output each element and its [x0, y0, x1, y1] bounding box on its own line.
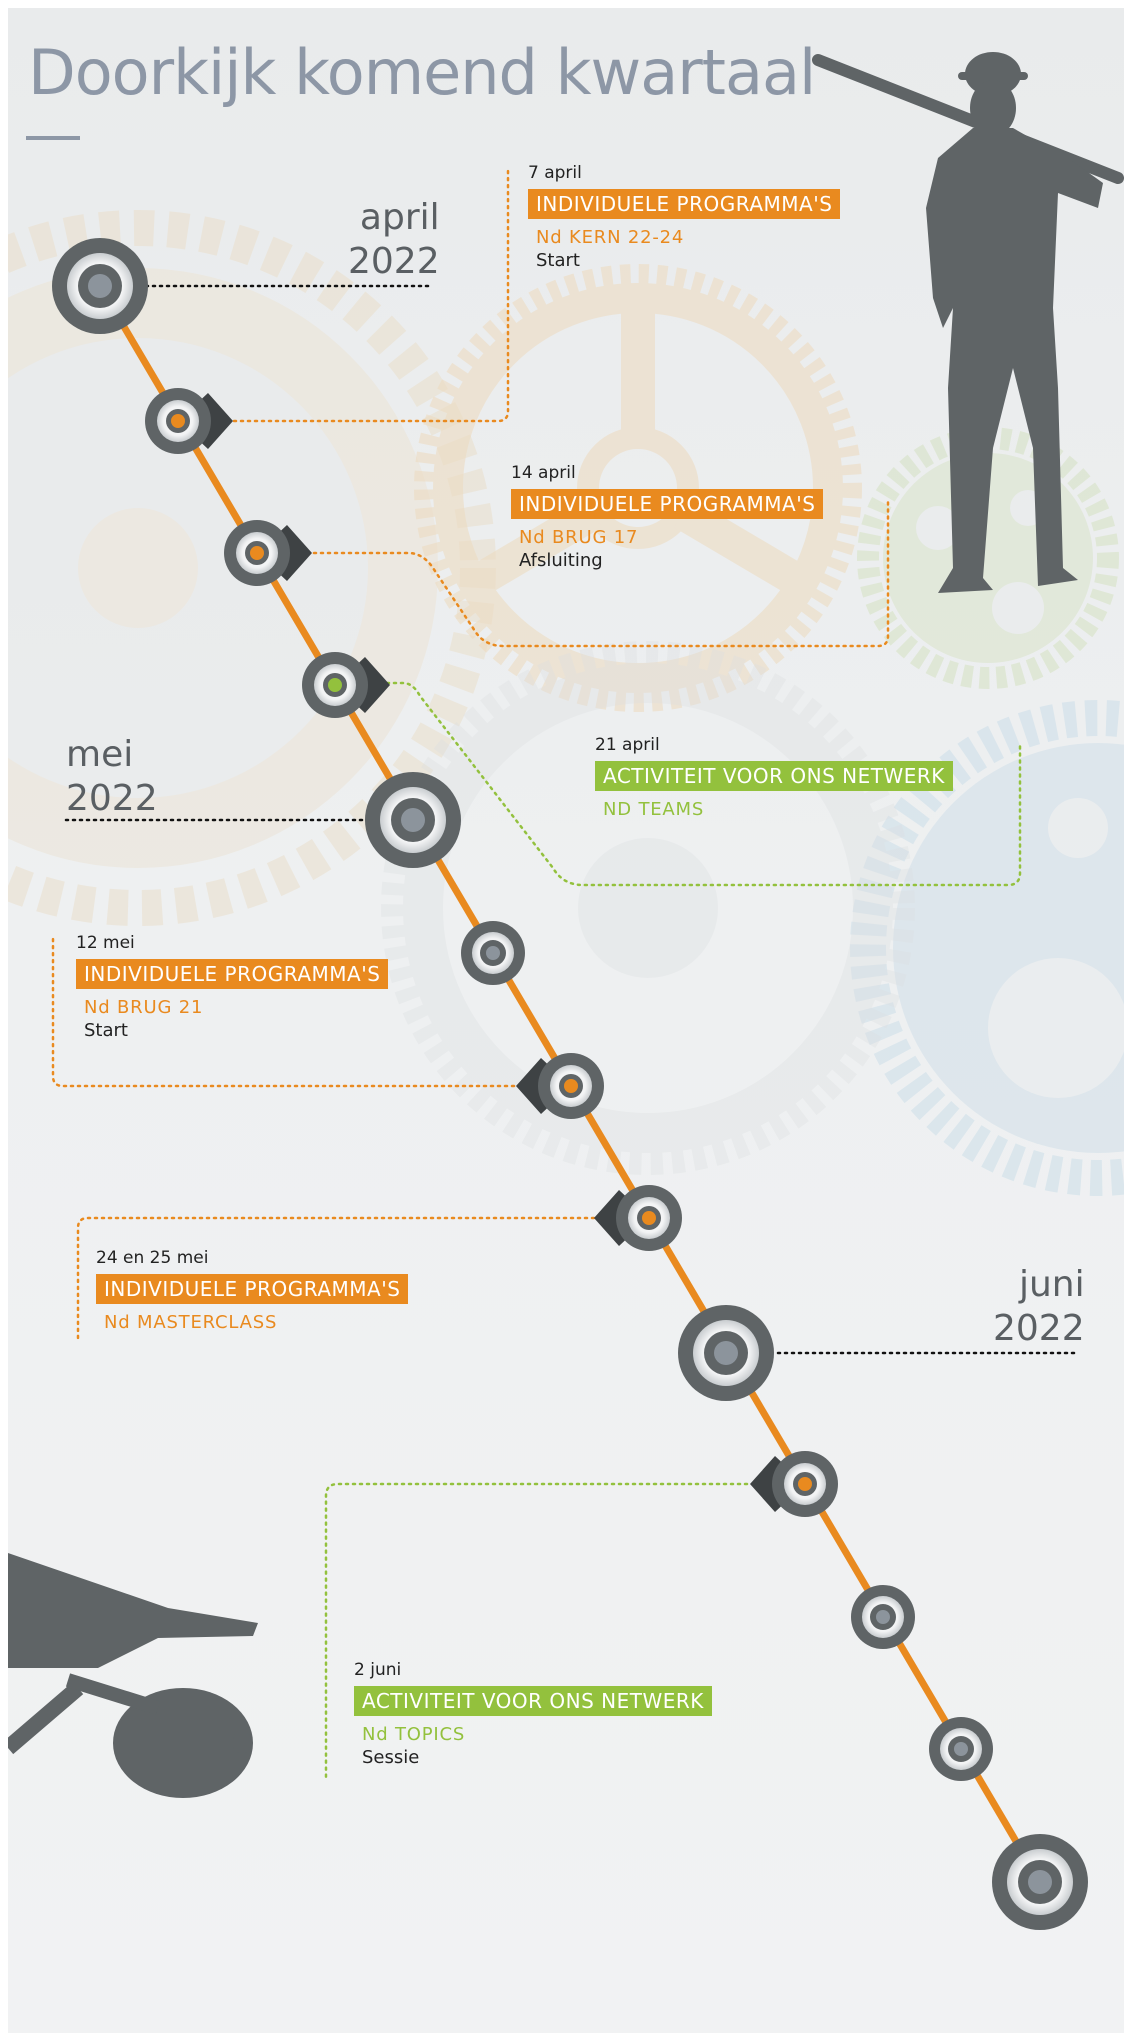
- gear-icon: [8, 210, 496, 926]
- event-connector: [211, 168, 510, 423]
- infographic: Doorkijk komend kwartaal april 2022 mei …: [8, 8, 1124, 2033]
- event-node-2-juni: [750, 1451, 838, 1517]
- milestone-april: [52, 238, 148, 334]
- page-title: Doorkijk komend kwartaal: [28, 36, 816, 109]
- event-category: INDIVIDUELE PROGRAMMA'S: [511, 489, 824, 519]
- week-node: [929, 1717, 993, 1781]
- event-detail: Sessie: [362, 1747, 420, 1768]
- event-name: Nd BRUG 17: [519, 527, 639, 548]
- month-label-mei: mei 2022: [66, 733, 158, 821]
- event-category: INDIVIDUELE PROGRAMMA'S: [76, 959, 389, 989]
- worker-silhouette-icon: [812, 52, 1124, 593]
- week-node: [851, 1585, 915, 1649]
- event-name: Nd TOPICS: [362, 1724, 466, 1745]
- event-connector: [76, 1216, 610, 1340]
- event-24-25-mei: 24 en 25 mei INDIVIDUELE PROGRAMMA'S Nd …: [96, 1248, 409, 1333]
- event-date: 7 april: [528, 163, 582, 183]
- event-category: ACTIVITEIT VOOR ONS NETWERK: [354, 1686, 712, 1716]
- event-14-april: 14 april INDIVIDUELE PROGRAMMA'S Nd BRUG…: [511, 463, 824, 571]
- week-node: [461, 921, 525, 985]
- event-category: INDIVIDUELE PROGRAMMA'S: [528, 189, 841, 219]
- milestone-end: [992, 1834, 1088, 1930]
- event-date: 12 mei: [76, 933, 135, 953]
- event-date: 24 en 25 mei: [96, 1248, 209, 1268]
- event-node-12-mei: [516, 1053, 604, 1119]
- event-name: ND TEAMS: [603, 799, 705, 820]
- month-name: mei: [66, 734, 134, 775]
- event-connector: [291, 496, 890, 648]
- milestone-mei: [365, 772, 461, 868]
- event-name: Nd KERN 22-24: [536, 227, 685, 248]
- event-node-7-april: [145, 388, 233, 454]
- event-date: 21 april: [595, 735, 660, 755]
- month-label-april: april 2022: [348, 196, 440, 284]
- event-12-mei: 12 mei INDIVIDUELE PROGRAMMA'S Nd BRUG 2…: [76, 933, 389, 1041]
- gear-icon: [850, 700, 1124, 1196]
- event-7-april: 7 april INDIVIDUELE PROGRAMMA'S Nd KERN …: [528, 163, 841, 271]
- event-name: Nd BRUG 21: [84, 997, 204, 1018]
- title-underline: [26, 136, 80, 140]
- month-name: juni: [1018, 1264, 1085, 1305]
- event-name: Nd MASTERCLASS: [104, 1312, 278, 1333]
- event-2-juni: 2 juni ACTIVITEIT VOOR ONS NETWERK Nd TO…: [354, 1660, 712, 1768]
- event-category: ACTIVITEIT VOOR ONS NETWERK: [595, 761, 953, 791]
- event-connector: [371, 681, 1022, 887]
- gear-icon: [414, 264, 862, 712]
- timeline-graphic: [8, 52, 1124, 1930]
- event-connector: [324, 1482, 770, 1780]
- milestone-juni: [678, 1305, 774, 1401]
- event-21-april: 21 april ACTIVITEIT VOOR ONS NETWERK ND …: [595, 735, 953, 820]
- event-category: INDIVIDUELE PROGRAMMA'S: [96, 1274, 409, 1304]
- event-date: 14 april: [511, 463, 576, 483]
- event-node-24-mei: [594, 1185, 682, 1251]
- event-detail: Start: [536, 250, 580, 271]
- month-year: 2022: [348, 241, 440, 282]
- event-date: 2 juni: [354, 1660, 402, 1680]
- month-year: 2022: [66, 778, 158, 819]
- month-label-juni: juni 2022: [993, 1263, 1085, 1351]
- event-detail: Afsluiting: [519, 550, 603, 571]
- month-name: april: [359, 197, 440, 238]
- event-detail: Start: [84, 1020, 128, 1041]
- month-year: 2022: [993, 1308, 1085, 1349]
- wheelbarrow-icon: [8, 1553, 258, 1798]
- event-node-21-april: [302, 652, 390, 718]
- event-node-14-april: [224, 520, 312, 586]
- event-connector: [51, 936, 530, 1088]
- gear-icon: [381, 641, 915, 1175]
